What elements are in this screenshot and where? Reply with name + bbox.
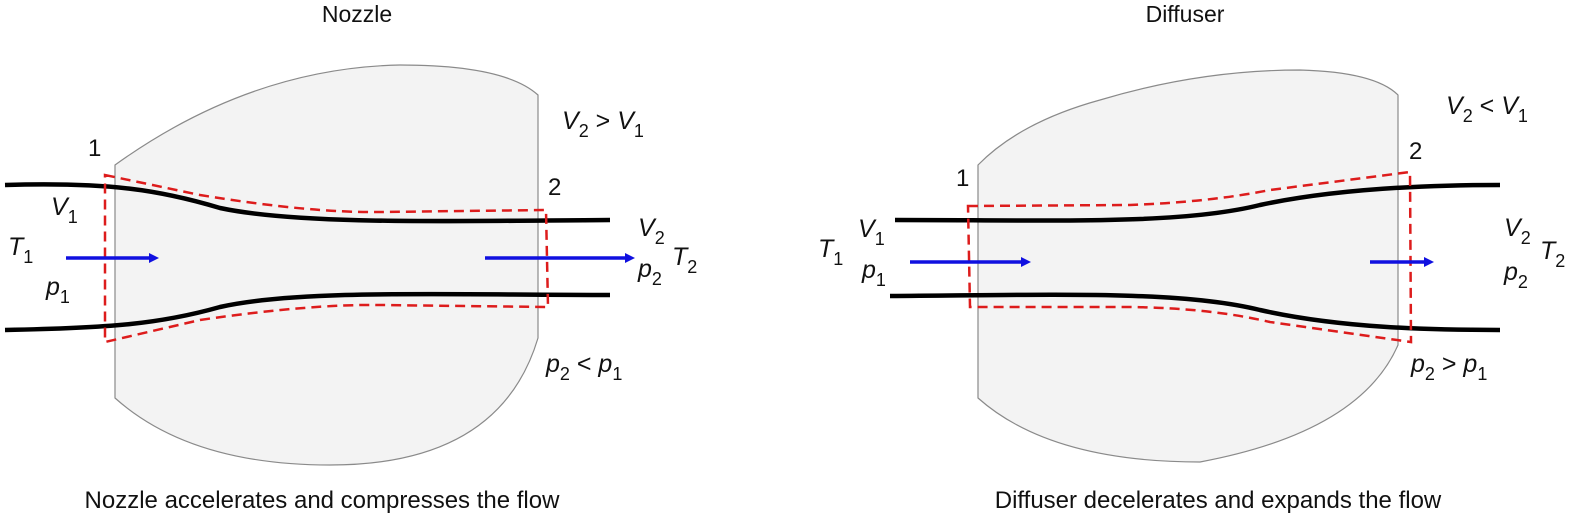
diffuser-outlet-pressure: p2 [1503,258,1528,292]
nozzle-inlet-velocity: V1 [51,193,78,227]
nozzle-caption: Nozzle accelerates and compresses the fl… [85,487,561,514]
nozzle-pressure-relation: p2 < p1 [545,350,622,384]
nozzle-title: Nozzle [322,1,392,27]
nozzle-lower-wall [4,291,611,333]
diffuser-panel: Diffuser 1 2 V1 T1 p1 V2 T2 p2 V2 < V1 [818,1,1565,514]
nozzle-inlet-pressure: p1 [45,273,70,307]
diffuser-station-2-label: 2 [1409,138,1422,165]
diffuser-outlet-temperature: T2 [1540,237,1565,271]
diffuser-caption: Diffuser decelerates and expands the flo… [995,487,1442,514]
diffuser-velocity-relation: V2 < V1 [1446,92,1528,126]
nozzle-panel: Nozzle 1 2 V1 T1 p1 V2 T2 p2 V2 > V1 [4,1,697,514]
diffuser-lower-wall [889,292,1501,333]
nozzle-surroundings [114,64,539,466]
diffuser-inlet-pressure: p1 [861,256,886,290]
nozzle-station-2-label: 2 [548,174,561,201]
nozzle-velocity-relation: V2 > V1 [562,107,644,141]
nozzle-control-volume [103,173,550,344]
diffuser-outlet-velocity: V2 [1504,214,1531,248]
diffuser-station-1-label: 1 [956,165,969,192]
diffuser-title: Diffuser [1146,1,1225,27]
nozzle-outlet-temperature: T2 [672,243,697,277]
diffuser-surroundings [977,69,1399,463]
nozzle-station-1-label: 1 [88,135,101,162]
nozzle-upper-wall [4,182,611,224]
diffuser-upper-wall [894,182,1501,223]
diffuser-inlet-velocity: V1 [858,215,885,249]
nozzle-outlet-velocity: V2 [638,214,665,248]
nozzle-inlet-temperature: T1 [8,233,33,267]
diffuser-control-volume [966,170,1413,344]
diffuser-pressure-relation: p2 > p1 [1410,350,1487,384]
diffuser-inlet-temperature: T1 [818,235,843,269]
nozzle-outlet-pressure: p2 [637,255,662,289]
